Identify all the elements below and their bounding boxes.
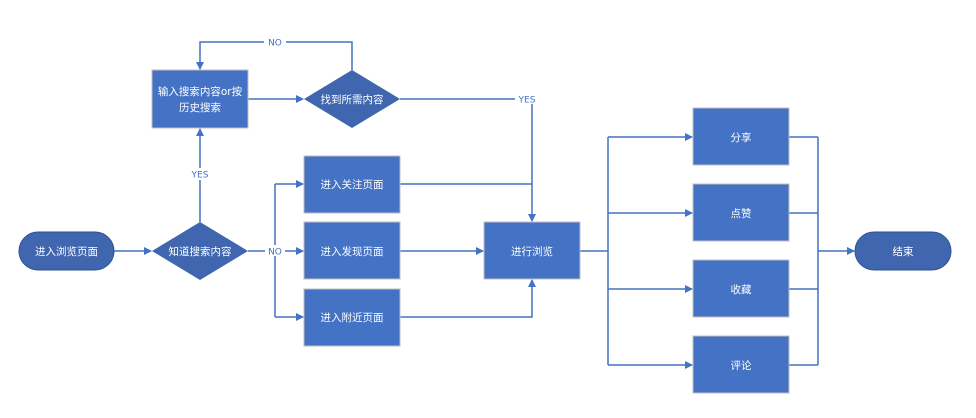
edge-label-know-yes: YES: [191, 171, 209, 181]
node-input-search-label-line2: 历史搜索: [179, 101, 221, 114]
node-share-label: 分享: [731, 131, 752, 144]
node-collect: 收藏: [692, 259, 790, 318]
edge-label-found-no: NO: [268, 39, 282, 49]
node-nearby-page: 进入附近页面: [303, 288, 401, 347]
node-start-label: 进入浏览页面: [35, 245, 98, 258]
node-know-search: 知道搜索内容: [152, 222, 248, 280]
edge-labels: NO YES YES NO: [188, 36, 539, 258]
node-know-search-label: 知道搜索内容: [169, 245, 232, 258]
node-like-label: 点赞: [731, 207, 752, 220]
node-found: 找到所需内容: [304, 70, 400, 128]
node-like: 点赞: [692, 183, 790, 242]
edge-label-found-yes: YES: [518, 96, 536, 106]
node-browse: 进行浏览: [483, 221, 581, 280]
node-comment-label: 评论: [731, 359, 752, 372]
node-input-search: 输入搜索内容or按 历史搜索: [151, 69, 249, 129]
edge-found-yes: [400, 98, 536, 222]
node-discover-page-label: 进入发现页面: [321, 245, 384, 258]
node-end: 结束: [854, 231, 952, 271]
node-follow-page-label: 进入关注页面: [321, 178, 384, 191]
node-share: 分享: [692, 107, 790, 166]
node-browse-label: 进行浏览: [511, 245, 553, 258]
node-end-label: 结束: [893, 245, 914, 258]
edge-label-know-no: NO: [268, 248, 282, 258]
edge-nearby-to-browse: [400, 279, 536, 318]
node-collect-label: 收藏: [731, 283, 752, 296]
node-start: 进入浏览页面: [18, 231, 115, 271]
node-discover-page: 进入发现页面: [303, 221, 401, 280]
node-comment: 评论: [692, 335, 790, 394]
node-found-label: 找到所需内容: [321, 93, 384, 106]
node-input-search-label-line1: 输入搜索内容or按: [158, 85, 243, 98]
node-nearby-page-label: 进入附近页面: [321, 311, 384, 324]
node-follow-page: 进入关注页面: [303, 155, 401, 214]
